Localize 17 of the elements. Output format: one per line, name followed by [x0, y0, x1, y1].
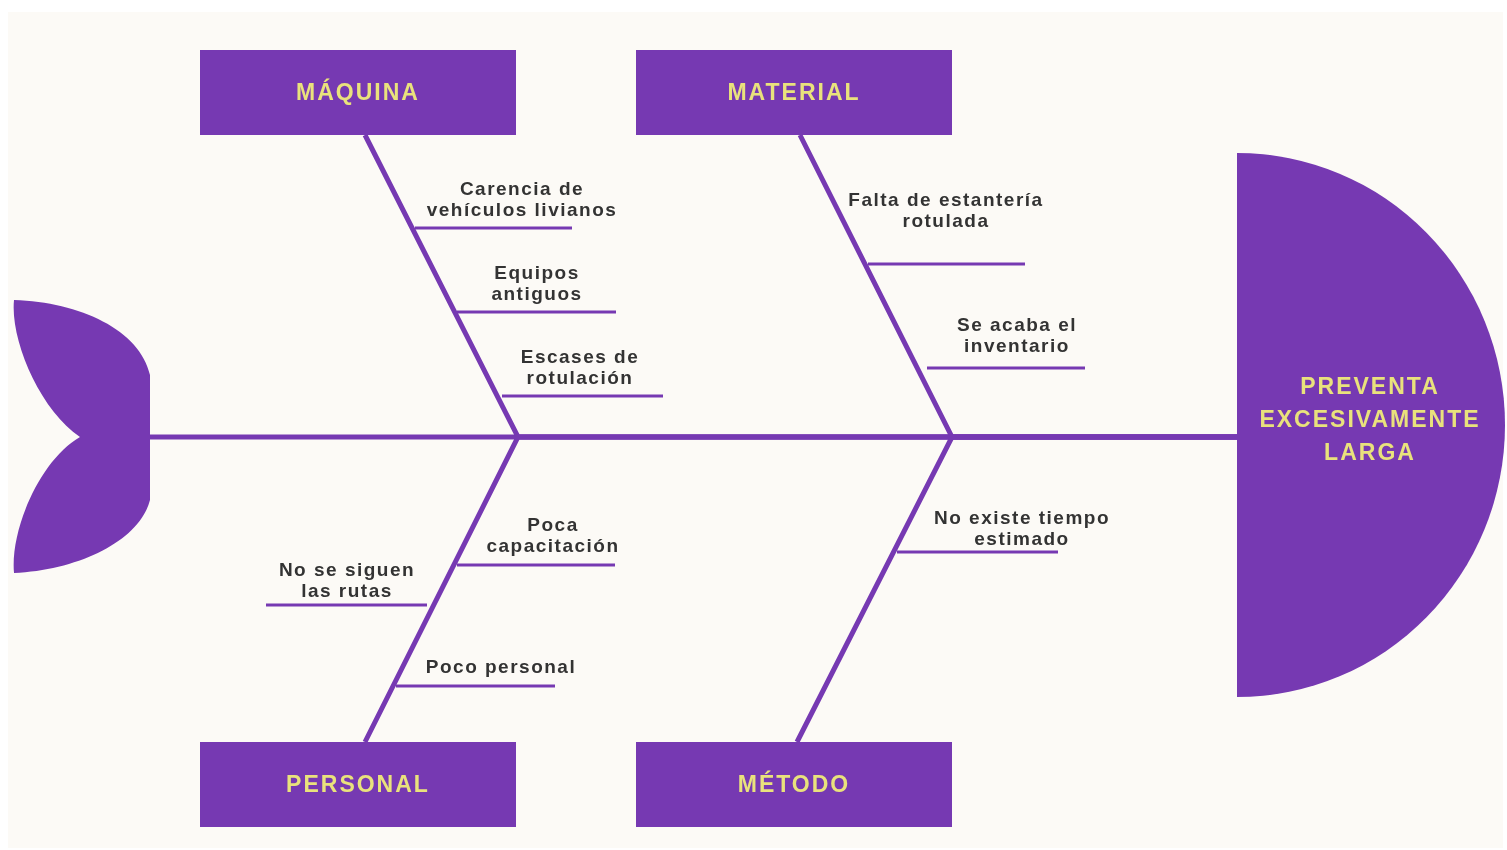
cause-text: Equipos antiguos [490, 262, 584, 304]
cause-text: Poca capacitación [485, 514, 621, 556]
cause-text: Escases de rotulación [519, 346, 641, 388]
category-box: MATERIAL [636, 50, 952, 135]
cause-text: No existe tiempo estimado [932, 507, 1111, 549]
category-box: PERSONAL [200, 742, 516, 827]
cause-text: Falta de estantería rotulada [847, 189, 1045, 231]
cause-text: Se acaba el inventario [956, 314, 1078, 356]
cause-text: Poco personal [424, 656, 578, 677]
effect-text: PREVENTA EXCESIVAMENTE LARGA [1258, 372, 1482, 467]
bone-line [794, 434, 1237, 744]
category-box: MÁQUINA [200, 50, 516, 135]
cause-text: No se siguen las rutas [277, 559, 417, 601]
category-box: MÉTODO [636, 742, 952, 827]
cause-text: Carencia de vehículos livianos [425, 178, 619, 220]
fish-tail-shape [13, 300, 150, 573]
fish-head-shape [1237, 153, 1505, 697]
